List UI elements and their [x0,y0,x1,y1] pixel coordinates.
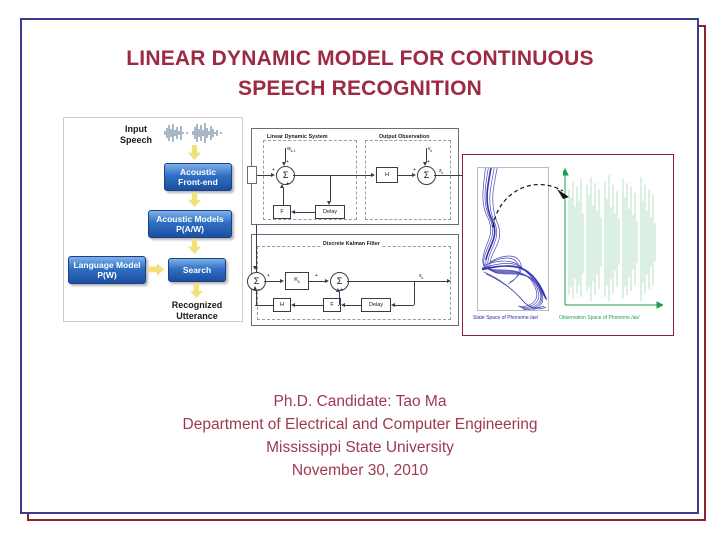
line-delay-to-F-top [295,212,315,213]
arrowhead-F-to-sum1 [280,184,284,188]
recognized-utterance-label: Recognized Utterance [171,300,223,321]
search-box: Search [168,258,226,282]
line-predicted-to-sum4 [338,292,340,305]
arrowhead-into-F-top [291,209,295,214]
measurement-noise-label: vk [428,146,433,153]
state-space-trajectories [481,168,548,310]
arrowhead-z-into-sum3 [253,266,257,270]
page-title: LINEAR DYNAMIC MODEL FOR CONTINUOUS SPEE… [40,44,680,104]
state-space-caption: State Space of Phoneme /ae/ [473,315,539,321]
observation-space-caption: Observation Space of Phoneme /ae/ [559,315,640,321]
line-sum1-out [293,175,371,176]
line-innovation-to-gain [264,281,280,282]
sum4-plus-left: + [315,273,318,279]
line-tap-to-delay-bottom [395,305,414,306]
linear-dynamic-system-region [263,140,357,220]
system-figure: Input Speech [40,112,680,377]
observation-matrix-block-bottom: H [273,298,291,312]
sum2-plus-left: + [413,167,416,173]
sum4-plus-bottom: + [340,287,343,293]
line-estimate-tap-down [413,281,415,305]
transition-matrix-block-bottom: F [323,298,341,312]
sum1-plus-bottom: + [286,181,289,187]
arrowhead-into-gain [280,278,284,283]
state-space-plot [477,167,549,311]
arrowhead-H-to-sum3 [253,286,257,290]
arrowhead-estimate-out [447,278,451,283]
kalman-block-diagram: Linear Dynamic System Output Observation… [243,124,471,339]
arrowhead-into-sum2 [412,172,416,177]
asr-pipeline-panel: Input Speech [63,117,243,322]
output-observation-region [365,140,451,220]
transition-matrix-block-top: F [273,205,291,219]
line-H-to-sum3-h [255,305,273,306]
arrowhead-into-delay-bottom [391,302,395,307]
line-F-to-sum1 [282,188,284,205]
arrow-frontend-to-models [188,192,201,207]
discrete-kalman-filter-title: Discrete Kalman Filter [321,241,382,247]
state-to-observation-arrow [492,183,569,228]
arrowhead-measurement-noise [423,162,427,166]
observation-space-plot [563,167,663,311]
line-gain-to-sum4 [309,281,325,282]
line-input-to-sum1 [257,175,271,176]
footer-line-1: Ph.D. Candidate: Tao Ma [273,393,447,410]
arrowhead-into-H-top [371,172,375,177]
arrowhead-into-delay [327,201,331,205]
footer-line-2: Department of Electrical and Computer En… [182,416,538,433]
arrowhead-into-sum1 [271,172,275,177]
arrowhead-process-noise [282,162,286,166]
footer-line-3: Mississippi State University [266,439,454,456]
sum1-plus-left: + [272,167,275,173]
sum3-minus: − [257,287,260,293]
line-delay-to-F-bottom [345,305,361,306]
gain-in-plus: + [267,273,270,279]
process-noise-label: wk-1 [287,146,296,153]
arrowhead-predicted-to-sum4 [336,288,340,292]
input-speech-label: Input Speech [119,124,152,145]
line-F-to-H-bottom [295,305,323,306]
summer-innovation: Σ [247,272,266,291]
presenter-info: Ph.D. Candidate: Tao Ma Department of El… [60,390,660,482]
state-estimate-label: xk [419,273,424,280]
delay-block-top: Delay [315,205,345,219]
observation-matrix-block: H [376,167,398,183]
arrowhead-into-F-bottom [341,302,345,307]
footer-line-4: November 30, 2010 [291,462,429,479]
delay-block-bottom: Delay [361,298,391,312]
line-z-into-filter [255,225,257,273]
line-estimate-out [347,281,447,282]
phoneme-spaces-panel: State Space of Phoneme /ae/ Observation … [462,154,674,336]
line-F-out-to-branch [338,305,339,306]
line-measurement-noise [425,148,427,162]
arrow-models-to-search [188,239,201,254]
line-H-to-sum2 [398,175,412,176]
state-input-stub [247,166,257,184]
linear-dynamic-system-title: Linear Dynamic System [265,134,330,140]
output-observation-title: Output Observation [377,134,432,140]
arrow-input-to-frontend [188,145,201,160]
observation-space-waveform [563,167,663,309]
arrow-lm-to-search [148,263,164,276]
speech-waveform-icon [164,123,222,143]
kalman-gain-block: Kk [285,272,309,290]
arrowhead-into-H-bottom [291,302,295,307]
line-observation-out [434,175,469,176]
line-H-to-sum3-v [255,290,257,305]
title-line-2: SPEECH RECOGNITION [238,77,482,100]
arrowhead-into-sum4 [325,278,329,283]
line-tap-to-delay [329,175,331,201]
title-line-1: LINEAR DYNAMIC MODEL FOR CONTINUOUS [126,47,594,70]
line-process-noise [284,148,286,162]
observation-signal-label: zk [439,168,444,175]
arrow-search-to-output [190,283,203,298]
sum2-plus-top: + [427,159,430,165]
sum1-plus-top: + [286,159,289,165]
